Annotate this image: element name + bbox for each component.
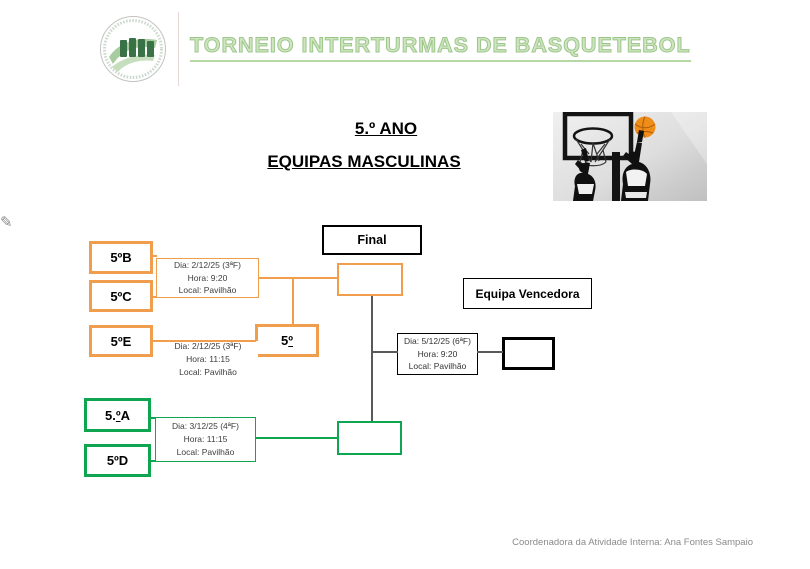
basketball-dunk-svg (553, 111, 707, 201)
slot-box-5-winner-bc: 5º (255, 324, 319, 357)
team-box-5e: 5ºE (89, 325, 153, 357)
semifinal-winner-box-green (337, 421, 402, 455)
connector-5e-to-slot5 (153, 340, 256, 342)
match-2-venue: Local: Pavilhão (179, 366, 237, 377)
team-box-5b: 5ºB (89, 241, 153, 274)
school-crest-logo-svg (100, 16, 166, 82)
teams-heading: EQUIPAS MASCULINAS (267, 152, 461, 171)
connector-final-vertical (371, 296, 373, 421)
footer-credit: Coordenadora da Atividade Interna: Ana F… (512, 537, 753, 548)
slot-label-5: 5º (281, 333, 293, 348)
winner-label-box: Equipa Vencedora (463, 278, 592, 309)
connector-drop-to-slot5 (292, 278, 294, 325)
winner-label: Equipa Vencedora (475, 286, 580, 301)
connector-5b-to-info (153, 255, 157, 257)
school-crest-logo (99, 15, 167, 83)
champion-box (502, 337, 555, 370)
team-label-5c: 5ºC (110, 288, 132, 304)
final-match-time: Hora: 9:20 (417, 348, 458, 359)
match-1-time: Hora: 9:20 (187, 272, 228, 283)
team-box-5c: 5ºC (89, 280, 153, 312)
connector-5c-to-info (153, 296, 157, 298)
team-box-5d: 5ºD (84, 444, 151, 477)
match-3-date: Dia: 3/12/25 (4ªF) (172, 421, 239, 432)
connector-to-final-info (373, 351, 398, 353)
final-match-venue: Local: Pavilhão (408, 361, 467, 372)
match-3-venue: Local: Pavilhão (176, 446, 235, 457)
match-2-time: Hora: 11:15 (186, 354, 230, 365)
team-label-5d: 5ºD (106, 453, 129, 468)
connector-5a-to-info (151, 417, 156, 419)
connector-5d-to-info (151, 460, 156, 462)
match-info-3: Dia: 3/12/25 (4ªF) Hora: 11:15 Local: Pa… (155, 417, 256, 462)
team-label-5a: 5.ºA (105, 407, 130, 423)
team-label-5b: 5ºB (110, 250, 132, 265)
connector-info1-to-semifinal (258, 277, 338, 279)
match-info-2: Dia: 2/12/25 (3ªF) Hora: 11:15 Local: Pa… (158, 341, 258, 378)
final-match-date: Dia: 5/12/25 (6ªF) (404, 335, 471, 346)
team-box-5a: 5.ºA (84, 398, 151, 432)
match-1-venue: Local: Pavilhão (178, 285, 237, 296)
connector-info3-to-semifinal (255, 437, 338, 439)
connector-final-info-to-champion (477, 351, 503, 353)
year-heading: 5.º ANO (354, 119, 418, 138)
match-1-date: Dia: 2/12/25 (3ªF) (174, 259, 241, 270)
match-2-date: Dia: 2/12/25 (3ªF) (174, 341, 242, 352)
header-divider (178, 12, 179, 86)
match-info-1: Dia: 2/12/25 (3ªF) Hora: 9:20 Local: Pav… (156, 258, 259, 298)
basketball-dunk-clipart (553, 111, 707, 201)
semifinal-winner-box-orange (337, 263, 403, 296)
pencil-edit-icon: ✎ (0, 214, 13, 231)
team-label-5e: 5ºE (110, 333, 132, 349)
document-title: TORNEIO INTERTURMAS DE BASQUETEBOL (190, 33, 691, 62)
match-info-final: Dia: 5/12/25 (6ªF) Hora: 9:20 Local: Pav… (397, 333, 478, 375)
final-label: Final (357, 233, 387, 247)
match-3-time: Hora: 11:15 (183, 434, 228, 445)
final-label-box: Final (322, 225, 422, 255)
